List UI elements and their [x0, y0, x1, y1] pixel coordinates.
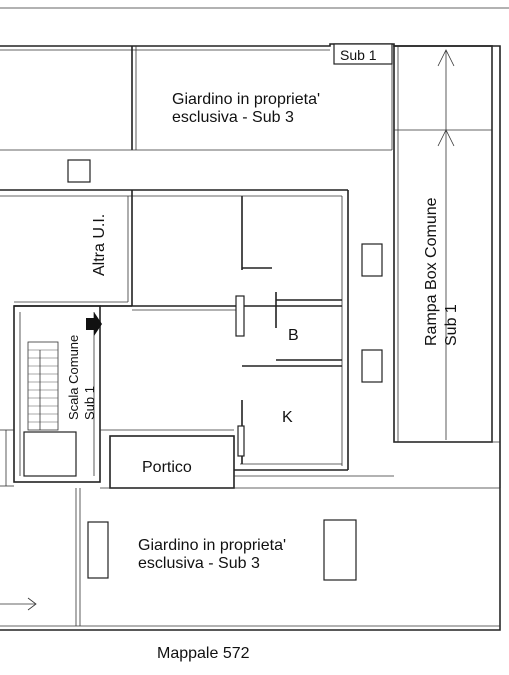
room-b-label: B [288, 327, 299, 344]
bottom-garden-well-1 [87, 521, 109, 579]
door-jamb-2 [237, 425, 245, 457]
stair-block [13, 305, 101, 483]
light-well-1 [361, 243, 383, 277]
scala-line2: Sub 1 [82, 386, 97, 420]
light-well-2 [361, 349, 383, 383]
rampa-arrow-head-2 [437, 129, 455, 147]
rampa-arrow-head-1 [437, 49, 455, 67]
rampa-box-outline [393, 45, 493, 443]
bottom-garden-well-2 [323, 519, 357, 581]
rampa-line2: Sub 1 [443, 304, 460, 346]
room-k-label: K [282, 409, 293, 426]
door-jamb-1 [235, 295, 245, 337]
entry-arrow-icon [86, 312, 102, 336]
sub1-top-label: Sub 1 [340, 47, 377, 63]
bottom-left-arrow-head [27, 597, 37, 611]
rampa-line1: Rampa Box Comune [423, 197, 440, 346]
garden-top-line1: Giardino in proprieta' [172, 91, 320, 108]
garden-bottom-line1: Giardino in proprieta' [138, 537, 286, 554]
altra-ui-label: Altra U.I. [91, 214, 108, 276]
stair-steps-area [27, 341, 59, 431]
stair-steps [28, 349, 58, 423]
sub1-top-box [333, 43, 393, 65]
light-well-top-left [67, 159, 91, 183]
garden-bottom-line2: esclusiva - Sub 3 [138, 555, 260, 572]
portico-label: Portico [142, 459, 192, 476]
mappale-label: Mappale 572 [157, 645, 250, 662]
garden-top-line2: esclusiva - Sub 3 [172, 109, 294, 126]
stair-landing [23, 431, 77, 477]
scala-line1: Scala Comune [66, 335, 81, 420]
